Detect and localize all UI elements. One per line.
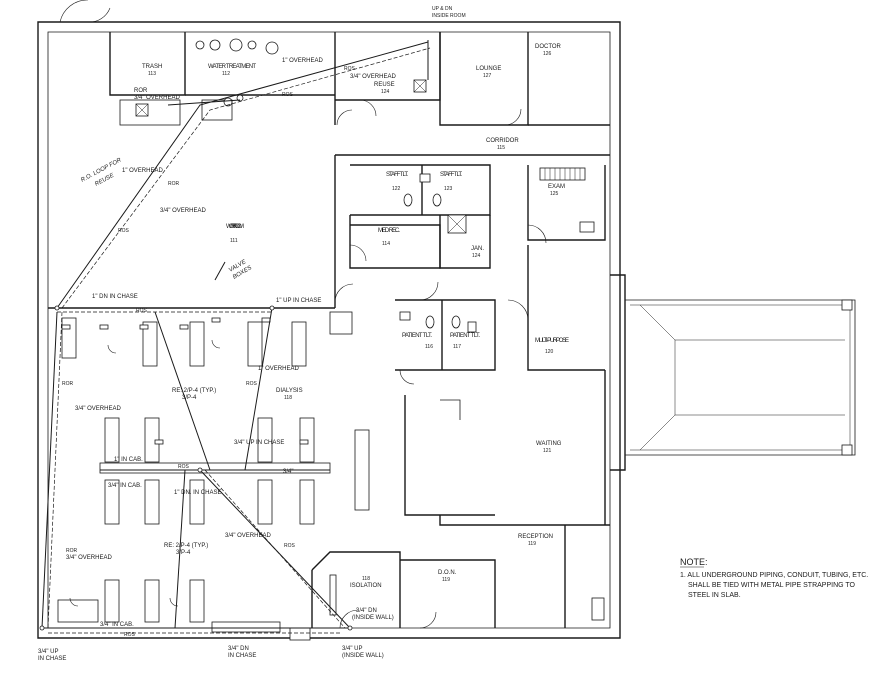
note-line-1: 1. ALL UNDERGROUND PIPING, CONDUIT, TUBI…	[680, 572, 868, 579]
room-don-num: 119	[442, 577, 450, 583]
room-multi-purpose-name: MULTI-PURPOSE	[535, 338, 569, 344]
room-med-rec-name: MED REC.	[378, 228, 400, 234]
room-don-name: D.O.N.	[438, 570, 457, 576]
room-staff-tlt-1-name: STAFF TLT.	[386, 172, 408, 178]
label-three-quarter-in-cab: 3/4" IN CAB.	[108, 483, 142, 489]
core-rooms	[334, 154, 610, 628]
room-reuse-num: 124	[381, 89, 390, 95]
label-ros-top: ROS	[344, 66, 356, 72]
label-ros-mid2: ROS	[284, 543, 296, 549]
bottom-rooms	[289, 551, 496, 641]
room-corridor-num: 115	[497, 145, 505, 151]
top-rooms	[109, 32, 610, 126]
label-one-dn-in-chase: 1" DN IN CHASE	[92, 294, 138, 300]
room-doctor-num: 126	[543, 51, 552, 57]
room-corridor-name: CORRIDOR	[486, 138, 519, 144]
room-isolation-name: ISOLATION	[350, 583, 382, 589]
room-work-room-name: WORK ROOM	[226, 224, 244, 230]
label-ror-bottom: ROR	[66, 548, 78, 554]
label-three-quarter-dn-chase-bottom-2: IN CHASE	[228, 653, 256, 659]
room-exam-num: 125	[550, 191, 559, 197]
label-ror: ROR	[134, 88, 148, 94]
room-lounge-num: 127	[483, 73, 492, 79]
general-note: NOTE: 1. ALL UNDERGROUND PIPING, CONDUIT…	[680, 557, 868, 599]
room-reuse-name: REUSE	[374, 82, 395, 88]
label-re-typ-2a: RE: 2/P-4 (TYP.)	[164, 543, 208, 549]
label-ror-left: ROR	[62, 381, 74, 387]
room-exam-name: EXAM	[548, 184, 565, 190]
piping-runs	[39, 40, 431, 634]
room-med-rec-num: 114	[382, 241, 390, 247]
room-water-treatment-num: 112	[222, 71, 230, 77]
label-three-quarter-overhead-mid: 3/4" OVERHEAD	[225, 533, 271, 539]
note-line-2: SHALL BE TIED WITH METAL PIPE STRAPPING …	[688, 582, 856, 589]
room-staff-tlt-2-name: STAFF TLT.	[440, 172, 462, 178]
label-one-overhead-left: 1" OVERHEAD	[122, 168, 163, 174]
room-patient-tlt-2-name: PATIENT TLT.	[450, 333, 480, 339]
label-three-quarter-up-inside-wall-2: (INSIDE WALL)	[342, 653, 384, 659]
label-re-typ-1b: 3/P-4	[182, 395, 197, 401]
label-one-overhead-dialysis: 1" OVERHEAD	[258, 366, 299, 372]
room-patient-tlt-2-num: 117	[453, 344, 461, 350]
label-one-up-in-chase: 1" UP IN CHASE	[276, 298, 321, 304]
label-three-quarter-overhead-top: 3/4" OVERHEAD	[350, 74, 396, 80]
room-water-treatment-name: WATER TREATMENT	[208, 64, 256, 70]
label-three-quarter-up-chase-left-1: 3/4" UP	[38, 649, 58, 655]
label-three-quarter-up-inside-wall-1: 3/4" UP	[342, 646, 362, 652]
label-re-typ-1a: RE: 2/P-4 (TYP.)	[172, 388, 216, 394]
label-three-quarter-up-in-chase: 3/4" UP IN CHASE	[234, 440, 284, 446]
label-three-quarter-dn-chase-bottom-1: 3/4" DN	[228, 646, 249, 652]
label-ros-mid: ROS	[282, 92, 294, 98]
label-three-quarter-overhead-left: 3/4" OVERHEAD	[75, 406, 121, 412]
room-work-room-num: 111	[230, 238, 238, 244]
label-ror-diag: ROR	[168, 181, 180, 187]
label-three-quarter-in-cab-bottom: 3/4" IN CAB.	[100, 622, 134, 628]
room-staff-tlt-2-num: 123	[444, 186, 453, 192]
room-labels: TRASH 113 WATER TREATMENT 112 REUSE 124 …	[142, 44, 569, 589]
label-ros-dialysis: ROS	[246, 381, 258, 387]
label-ros-island: ROS	[178, 464, 190, 470]
dialysis-area	[48, 155, 370, 633]
label-one-dn-in-chase-mid: 1" DN. IN CHASE	[174, 490, 221, 496]
room-doctor-name: DOCTOR	[535, 44, 562, 50]
room-waiting-name: WAITING	[536, 441, 562, 447]
room-reception-num: 119	[528, 541, 536, 547]
note-title: NOTE:	[680, 557, 708, 567]
note-line-3: STEEL IN SLAB.	[688, 592, 741, 599]
label-three-quarter-up-chase-left-2: IN CHASE	[38, 656, 66, 662]
exterior-walls	[37, 0, 626, 639]
label-one-overhead-top: 1" OVERHEAD	[282, 58, 323, 64]
label-up-dn: UP & DN	[432, 6, 453, 12]
room-patient-tlt-1-name: PATIENT TLT.	[402, 333, 432, 339]
label-ros-bottom: ROS	[124, 632, 136, 638]
label-three-quarter-dn-inside-wall-1: 3/4" DN	[356, 608, 377, 614]
room-patient-tlt-1-num: 116	[425, 344, 433, 350]
room-trash-name: TRASH	[142, 64, 162, 70]
label-three-quarter-overhead-diag: 3/4" OVERHEAD	[160, 208, 206, 214]
room-dialysis-name: DIALYSIS	[276, 388, 303, 394]
room-dialysis-num: 118	[284, 395, 292, 401]
room-lounge-name: LOUNGE	[476, 66, 501, 72]
label-three-quarter-overhead-bottom: 3/4" OVERHEAD	[66, 555, 112, 561]
label-three-quarter-island: 3/4"	[283, 469, 293, 475]
room-multi-purpose-num: 120	[545, 349, 554, 355]
room-isolation-num: 118	[362, 576, 370, 582]
room-staff-tlt-1-num: 122	[392, 186, 401, 192]
room-jan-name: JAN.	[471, 246, 484, 252]
room-waiting-num: 121	[543, 448, 552, 454]
room-reception-name: RECEPTION	[518, 534, 553, 540]
room-trash-num: 113	[148, 71, 156, 77]
label-re-typ-2b: 3/P-4	[176, 550, 191, 556]
label-three-quarter-overhead-trash: 3/4" OVERHEAD	[134, 95, 180, 101]
room-jan-num: 124	[472, 253, 481, 259]
label-one-in-cab: 1" IN CAB.	[114, 457, 143, 463]
label-inside-room: INSIDE ROOM	[432, 13, 466, 19]
label-ros-chase: ROS	[136, 308, 148, 314]
label-ros-diag: ROS	[118, 228, 130, 234]
entry-canopy	[625, 299, 856, 456]
label-three-quarter-dn-inside-wall-2: (INSIDE WALL)	[352, 615, 394, 621]
